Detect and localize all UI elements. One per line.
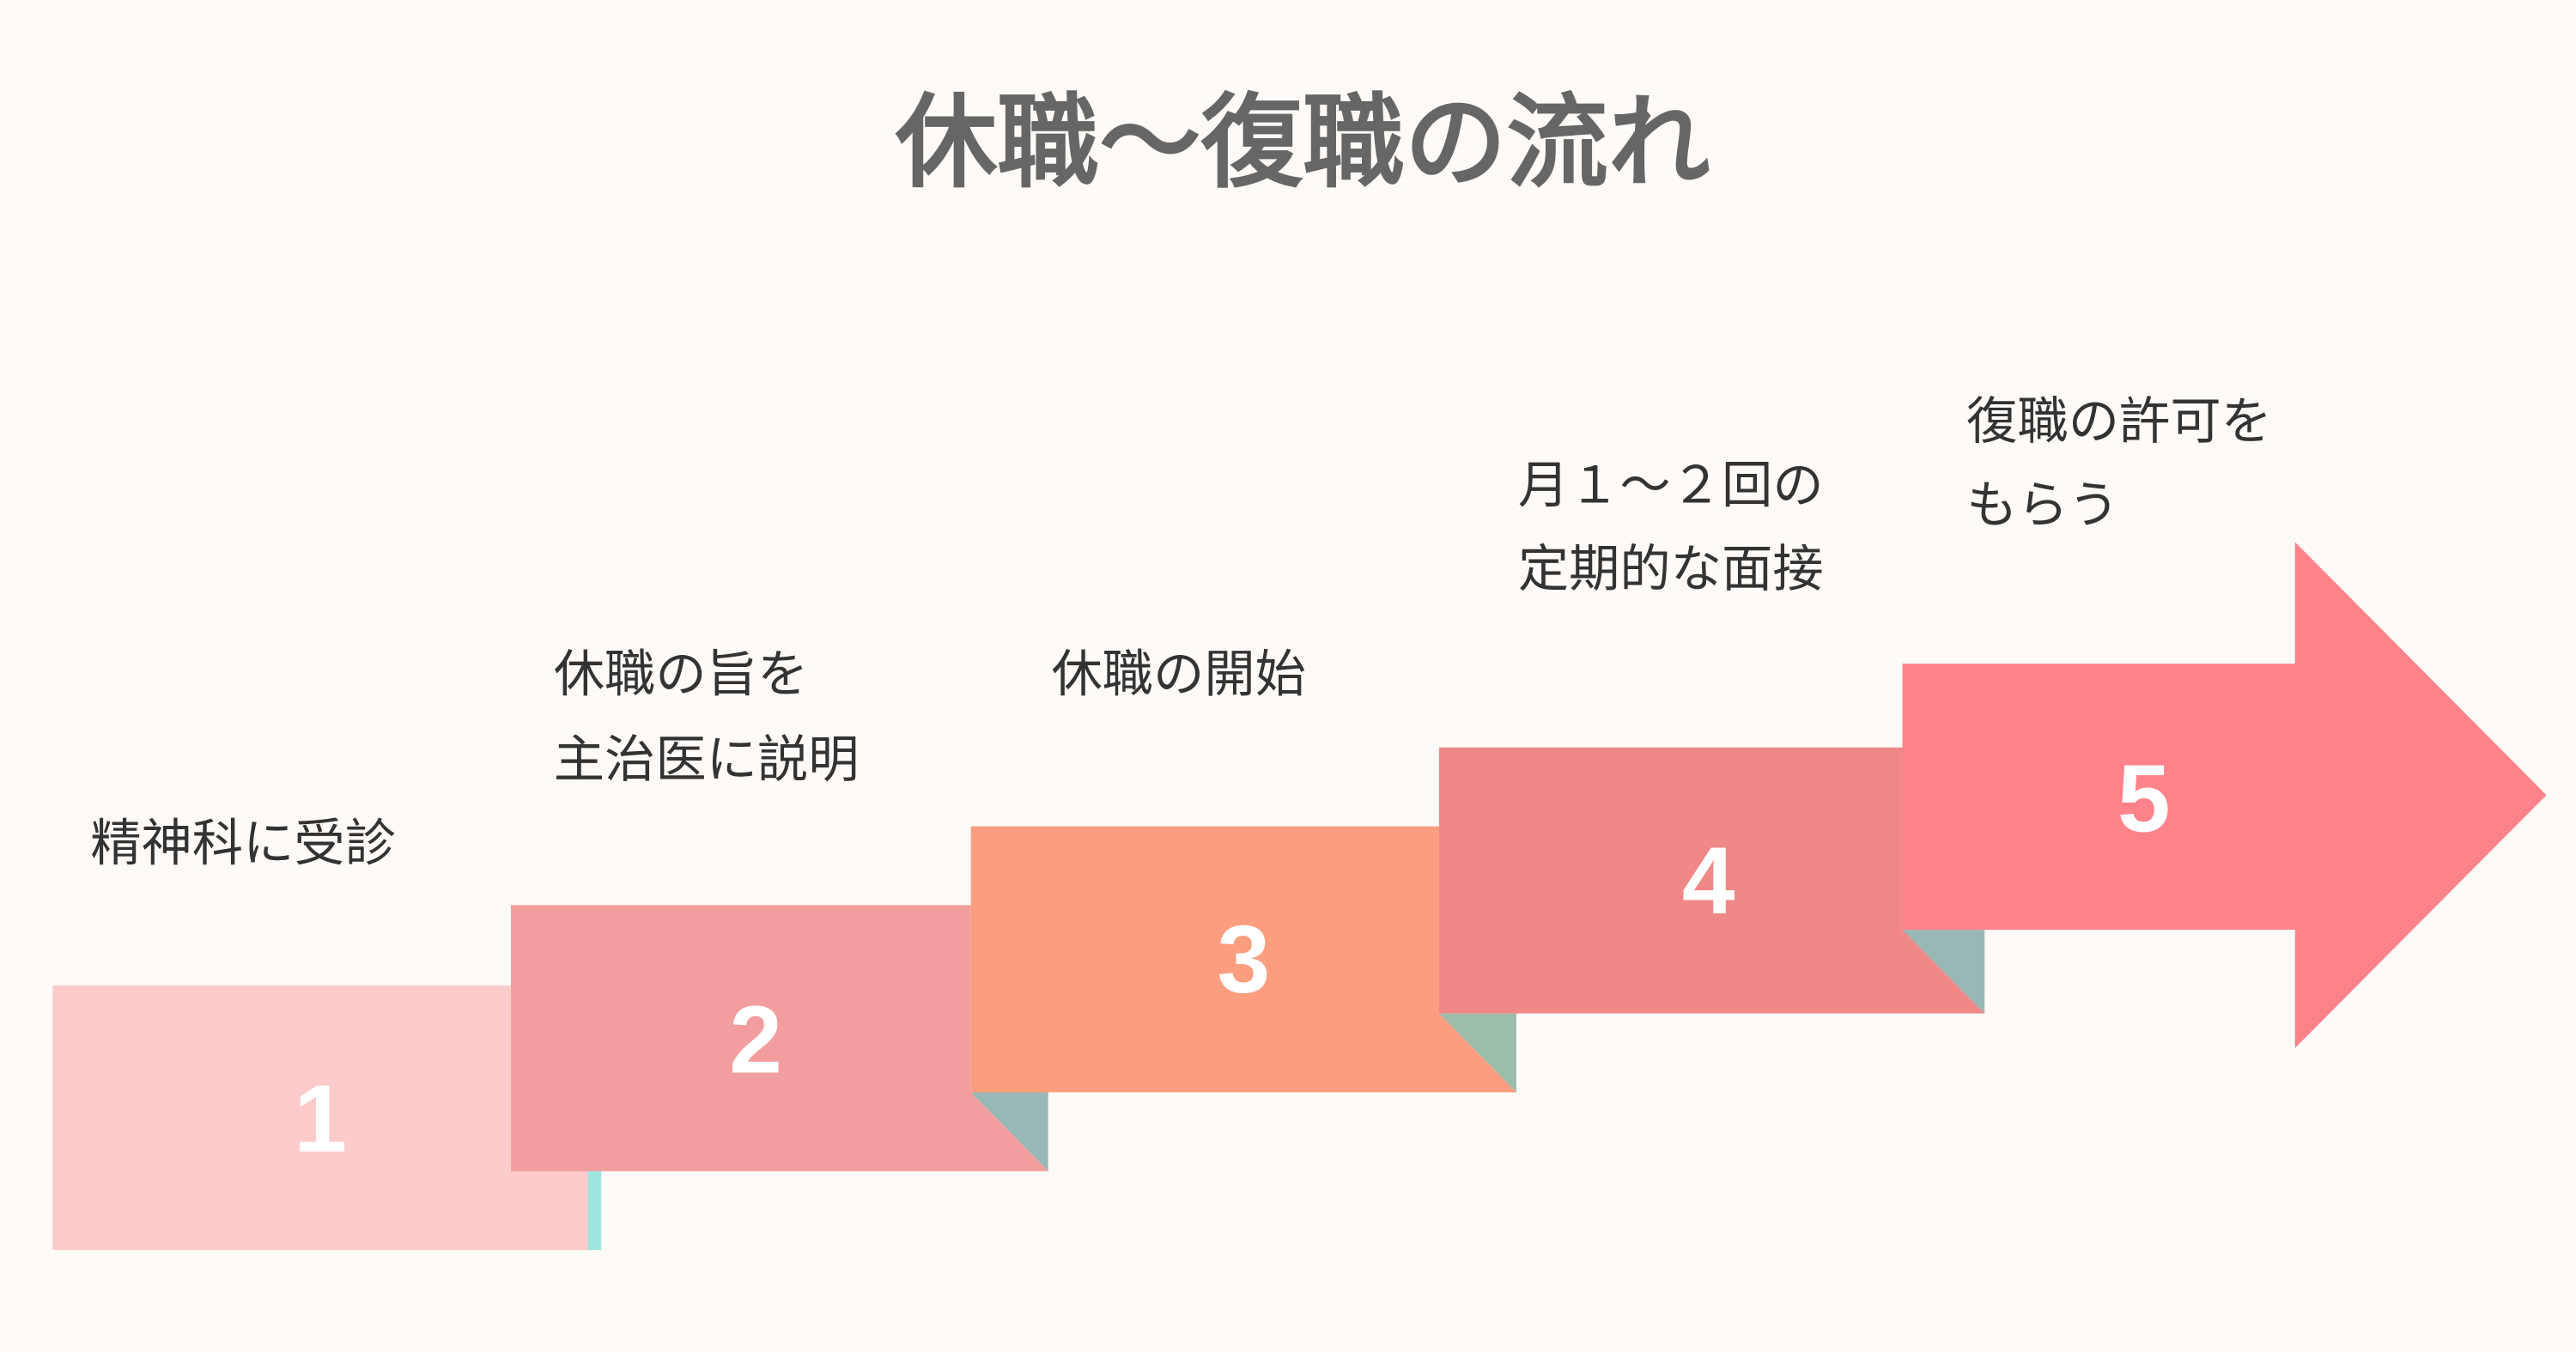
step-3-number: 3 xyxy=(1217,906,1270,1013)
step-4-label-line2: 定期的な面接 xyxy=(1518,539,1824,598)
step-5-label-line1: 復職の許可を xyxy=(1966,391,2272,451)
step-5-number: 5 xyxy=(2117,745,2171,852)
step-4-label-line1: 月１〜２回の xyxy=(1518,456,1824,515)
step-5-arrow xyxy=(1902,542,2547,1048)
page-title: 休職〜復職の流れ xyxy=(895,83,1710,202)
step-4-box xyxy=(1439,747,1985,1014)
step-1: 1 xyxy=(52,985,602,1251)
step-2-box xyxy=(511,905,1048,1172)
step-4: 4 xyxy=(1439,747,1985,1014)
step-3-box xyxy=(970,826,1516,1093)
step-1-fold xyxy=(587,1171,602,1251)
step-2-label-line2: 主治医に説明 xyxy=(554,730,860,789)
step-2-number: 2 xyxy=(729,987,782,1094)
step-2: 2 xyxy=(511,905,1048,1172)
step-2-label-line1: 休職の旨を xyxy=(554,645,808,704)
step-3-label: 休職の開始 xyxy=(1051,645,1305,704)
step-3: 3 xyxy=(970,826,1516,1093)
step-1-box xyxy=(52,985,588,1251)
step-5: 5 xyxy=(1902,542,2547,1048)
step-1-label: 精神科に受診 xyxy=(90,814,396,873)
step-5-label-line2: もらう xyxy=(1966,476,2119,535)
step-4-number: 4 xyxy=(1682,828,1735,934)
step-1-number: 1 xyxy=(294,1065,347,1172)
